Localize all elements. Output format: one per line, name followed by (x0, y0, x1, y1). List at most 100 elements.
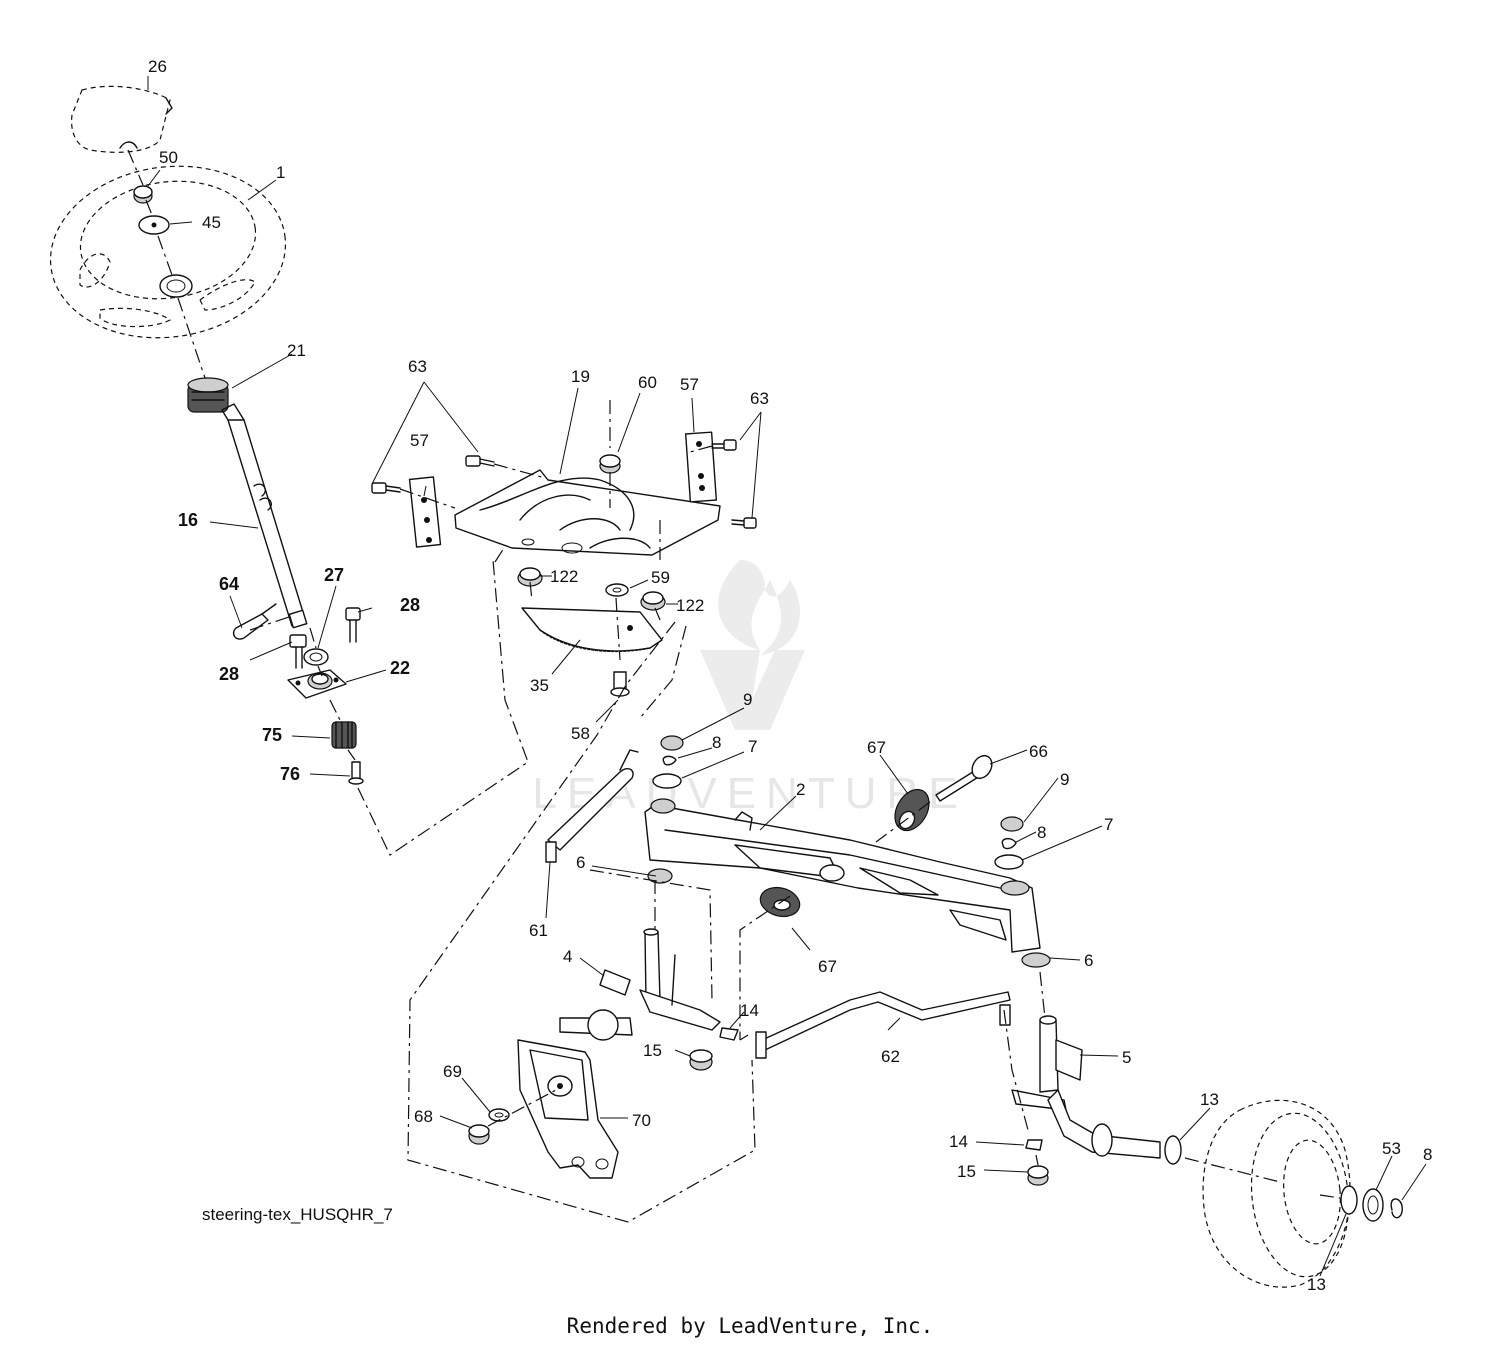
steering-adapter-part (187, 377, 229, 413)
callout-21: 21 (287, 341, 306, 360)
pivot-lines (739, 801, 931, 1040)
callout-122-left: 122 (550, 567, 578, 586)
wheel-washer-part (138, 215, 170, 235)
plate-bolts-part (371, 439, 757, 529)
callout-13-bottom: 13 (1307, 1275, 1326, 1294)
footer-credit: Rendered by LeadVenture, Inc. (566, 1314, 934, 1338)
callout-35: 35 (530, 676, 549, 695)
leader-lines (147, 76, 1427, 1277)
callout-63-right: 63 (750, 389, 769, 408)
callout-5: 5 (1122, 1048, 1131, 1067)
callout-122-right: 122 (676, 596, 704, 615)
callout-67-bottom: 67 (818, 957, 837, 976)
bolt-part-right (345, 607, 361, 643)
gear-lines (494, 547, 687, 719)
callout-6-left: 6 (576, 853, 585, 872)
spindle-left-part (559, 868, 721, 1041)
callout-16: 16 (178, 510, 198, 530)
callout-8-right: 8 (1037, 823, 1046, 842)
callout-1: 1 (276, 163, 285, 182)
front-wheel-part (1202, 1099, 1351, 1288)
spindle-left-lines (589, 869, 713, 1001)
callout-6-right: 6 (1084, 951, 1093, 970)
callout-67-top: 67 (867, 738, 886, 757)
bushing-part-right (640, 591, 666, 611)
plate-bracket-left-part (408, 476, 442, 548)
callout-22: 22 (390, 658, 410, 678)
pin-part (232, 603, 277, 640)
axle-cap-right-part (1000, 816, 1024, 832)
callout-61: 61 (529, 921, 548, 940)
axle-clip-right-part (1001, 838, 1017, 850)
callout-14-right: 14 (949, 1132, 968, 1151)
steering-cap-part (70, 85, 173, 153)
pinion-bolt-part (348, 761, 364, 785)
callout-27: 27 (324, 565, 344, 585)
wheel-washer-outer-part (1340, 1185, 1358, 1215)
wheel-center-line (127, 149, 206, 379)
wheel-washer-inner-part (1164, 1135, 1182, 1165)
washer-left-14-part (719, 1027, 739, 1041)
callout-26: 26 (148, 57, 167, 76)
callout-8-wheel: 8 (1423, 1145, 1432, 1164)
bracket-nut-part (468, 1124, 490, 1145)
bushing-washer-part (303, 648, 329, 666)
axle-clip-left-part (662, 755, 677, 766)
axle-cap-left-part (660, 735, 684, 751)
diagram-code-label: steering-tex_HUSQHR_7 (202, 1205, 393, 1224)
front-axle-part (644, 798, 1041, 953)
callout-63-left: 63 (408, 357, 427, 376)
sector-gear-bolt-part (610, 671, 630, 697)
steering-bracket-part (517, 1039, 619, 1179)
callout-57-left: 57 (410, 431, 429, 450)
bolt-part-left (289, 634, 307, 669)
callout-69: 69 (443, 1062, 462, 1081)
callout-4: 4 (563, 947, 572, 966)
callout-50: 50 (159, 148, 178, 167)
callout-66: 66 (1029, 742, 1048, 761)
callout-14-left: 14 (740, 1001, 759, 1020)
bracket-bolt-line (487, 1089, 557, 1127)
callout-28-right: 28 (400, 595, 420, 615)
assembly-outline-line (407, 621, 756, 1223)
gear-loop-line (357, 559, 529, 856)
watermark-logo (700, 560, 805, 730)
callout-13-top: 13 (1200, 1090, 1219, 1109)
washer-right-14-part (1025, 1139, 1043, 1151)
callout-64: 64 (219, 574, 239, 594)
wheel-axis-line (1184, 1157, 1341, 1199)
spacer-right-part (1021, 952, 1051, 968)
callout-9-left: 9 (743, 690, 752, 709)
nut-right-15-part (1027, 1165, 1049, 1186)
callout-7-right: 7 (1104, 815, 1113, 834)
callout-8-left: 8 (712, 733, 721, 752)
callout-76: 76 (280, 764, 300, 784)
plate-washer-part (605, 583, 629, 597)
callout-58: 58 (571, 724, 590, 743)
plate-bolt-lines (399, 445, 713, 509)
bracket-washer-part (488, 1108, 510, 1122)
sector-gear-part (521, 607, 663, 653)
callout-7-left: 7 (748, 737, 757, 756)
callout-62: 62 (881, 1047, 900, 1066)
pivot-bolt-part (935, 754, 993, 802)
steering-plate-part (454, 469, 721, 556)
callout-68: 68 (414, 1107, 433, 1126)
callout-59: 59 (651, 568, 670, 587)
callout-2: 2 (796, 780, 805, 799)
spindle-right-lines (1003, 971, 1046, 1166)
pivot-bushing-top-part (894, 788, 930, 832)
callout-15-right: 15 (957, 1162, 976, 1181)
callout-75: 75 (262, 725, 282, 745)
shaft-center-line (309, 627, 356, 761)
callout-19: 19 (571, 367, 590, 386)
nut-left-15-part (689, 1049, 713, 1071)
plate-bracket-right-part (684, 431, 718, 503)
wheel-clip-part (1390, 1198, 1403, 1219)
bushing-part-left (517, 567, 543, 587)
axle-washer-left-part (652, 773, 682, 789)
wheel-spacer-part (1362, 1188, 1384, 1222)
pinion-gear-part (331, 721, 357, 749)
axle-washer-right-part (994, 854, 1024, 870)
